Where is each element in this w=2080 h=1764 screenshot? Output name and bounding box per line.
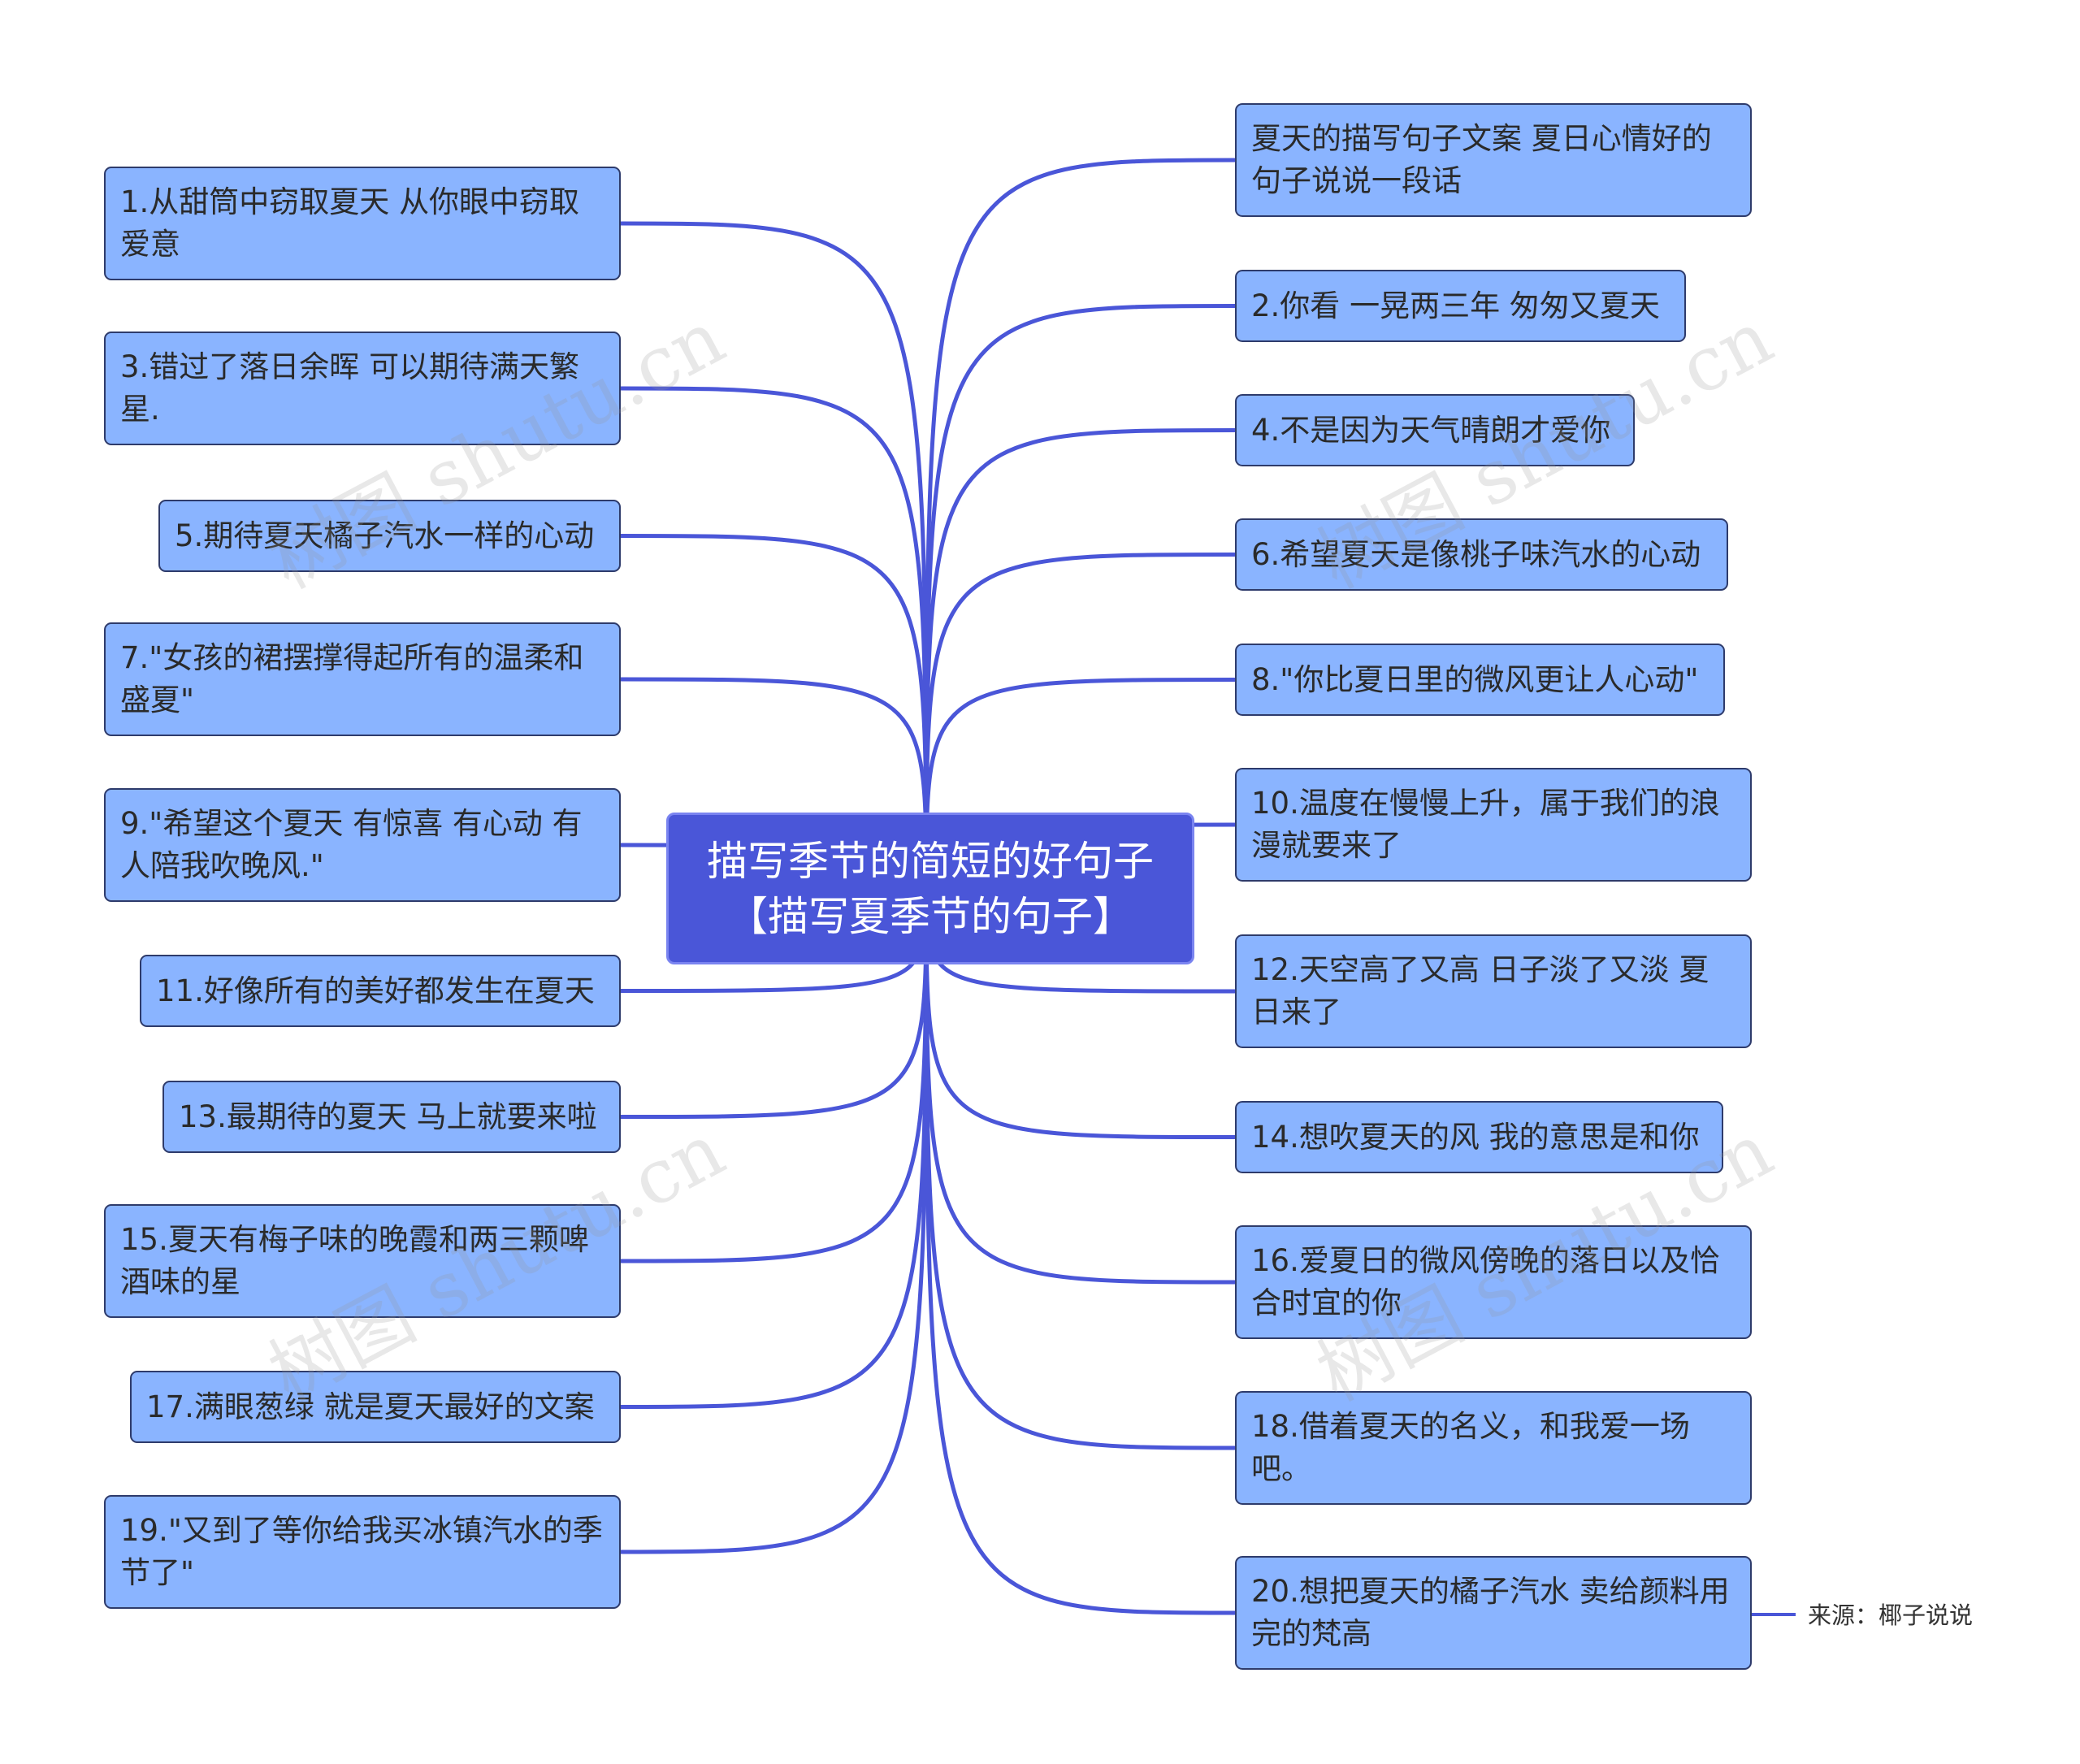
left-node-3[interactable]: 3.错过了落日余晖 可以期待满天繁星. — [104, 332, 621, 445]
right-node-12[interactable]: 12.天空高了又高 日子淡了又淡 夏日来了 — [1235, 934, 1752, 1048]
left-node-11[interactable]: 11.好像所有的美好都发生在夏天 — [140, 955, 621, 1027]
left-node-13[interactable]: 13.最期待的夏天 马上就要来啦 — [162, 1081, 621, 1153]
edge-right-node-6 — [924, 553, 1236, 891]
root-node[interactable]: 描写季节的简短的好句子【描写夏季节的句子】 — [666, 813, 1194, 964]
right-node-20[interactable]: 20.想把夏天的橘子汽水 卖给颜料用完的梵高 — [1235, 1556, 1752, 1670]
edge-right-node-4 — [924, 428, 1236, 891]
edge-right-node-2 — [924, 304, 1236, 891]
left-node-17[interactable]: 17.满眼葱绿 就是夏天最好的文案 — [130, 1371, 621, 1443]
right-node-8[interactable]: 8."你比夏日里的微风更让人心动" — [1235, 644, 1725, 716]
left-node-15[interactable]: 15.夏天有梅子味的晚霞和两三颗啤酒味的星 — [104, 1204, 621, 1318]
right-node-10[interactable]: 10.温度在慢慢上升，属于我们的浪漫就要来了 — [1235, 768, 1752, 882]
right-node-16[interactable]: 16.爱夏日的微风傍晚的落日以及恰合时宜的你 — [1235, 1225, 1752, 1339]
right-node-2[interactable]: 2.你看 一晃两三年 匆匆又夏天 — [1235, 270, 1686, 342]
edge-right-node-20 — [924, 889, 1236, 1615]
right-node-4[interactable]: 4.不是因为天气晴朗才爱你 — [1235, 394, 1635, 466]
edge-right-node-intro — [924, 158, 1236, 891]
left-node-19[interactable]: 19."又到了等你给我买冰镇汽水的季节了" — [104, 1495, 621, 1609]
right-node-18[interactable]: 18.借着夏天的名义，和我爱一场吧。 — [1235, 1391, 1752, 1505]
left-node-7[interactable]: 7."女孩的裙摆撑得起所有的温柔和盛夏" — [104, 622, 621, 736]
source-note: 来源：椰子说说 — [1808, 1601, 1974, 1629]
edge-left-node-1 — [620, 221, 929, 891]
left-node-1[interactable]: 1.从甜筒中窃取夏天 从你眼中窃取爱意 — [104, 167, 621, 280]
left-node-9[interactable]: 9."希望这个夏天 有惊喜 有心动 有人陪我吹晚风." — [104, 788, 621, 902]
right-node-6[interactable]: 6.希望夏天是像桃子味汽水的心动 — [1235, 518, 1728, 591]
right-node-14[interactable]: 14.想吹夏天的风 我的意思是和你 — [1235, 1101, 1723, 1173]
left-node-5[interactable]: 5.期待夏天橘子汽水一样的心动 — [158, 500, 621, 572]
edge-right-node-18 — [924, 889, 1236, 1450]
right-node-intro[interactable]: 夏天的描写句子文案 夏日心情好的句子说说一段话 — [1235, 103, 1752, 217]
edge-left-node-17 — [620, 889, 929, 1409]
